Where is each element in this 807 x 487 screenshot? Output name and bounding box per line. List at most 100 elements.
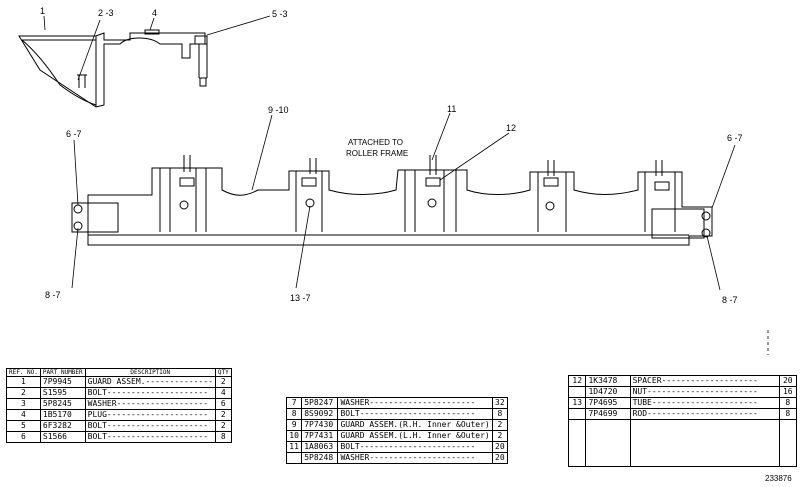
callout-2-3: 2 -3	[98, 8, 114, 18]
qty-cell: 20	[778, 375, 798, 387]
ref-cell: 13	[567, 397, 587, 409]
desc-cell: BOLT---------------------	[84, 387, 216, 399]
desc-cell: BOLT---------------------	[84, 431, 216, 443]
table-header-row: REF. NO. PART NUMBER DESCRIPTION QTY	[6, 368, 232, 377]
desc-cell: GUARD ASSEM.--------------	[84, 376, 216, 388]
ref-cell: 6	[6, 431, 41, 443]
header-description: DESCRIPTION	[84, 368, 216, 377]
callout-4: 4	[152, 8, 157, 18]
part-cell: 5P8247	[301, 397, 339, 409]
desc-cell: TUBE----------------------	[629, 397, 780, 409]
roller-guard-assembly	[71, 155, 713, 246]
guard-assembly-detail	[18, 29, 208, 108]
ref-cell: 12	[567, 375, 587, 387]
qty-cell: 8	[778, 408, 798, 420]
ref-cell: 3	[6, 398, 41, 410]
desc-cell: GUARD ASSEM.(L.H. Inner &Outer)	[337, 430, 493, 442]
table-filler-row	[567, 419, 798, 467]
qty-cell: 2	[491, 430, 509, 442]
desc-cell: BOLT------------------------	[337, 408, 493, 420]
ref-cell: 7	[285, 397, 303, 409]
desc-cell: WASHER----------------------	[337, 452, 493, 464]
desc-cell: GUARD ASSEM.(R.H. Inner &Outer)	[337, 419, 493, 431]
qty-cell: 32	[491, 397, 509, 409]
ref-cell: 8	[285, 408, 303, 420]
callout-8-7-left: 8 -7	[45, 290, 61, 300]
qty-cell: 8	[778, 397, 798, 409]
ref-cell: 10	[285, 430, 303, 442]
part-cell: 7P4695	[585, 397, 631, 409]
part-cell: 8S9092	[301, 408, 339, 420]
annotation-roller-frame: ROLLER FRAME	[346, 149, 408, 158]
part-cell: 1A8063	[301, 441, 339, 453]
callout-8-7-right: 8 -7	[722, 295, 738, 305]
ref-cell: 9	[285, 419, 303, 431]
part-cell: 6F3282	[39, 420, 86, 432]
header-ref-no: REF. NO.	[6, 368, 41, 377]
qty-cell: 2	[491, 419, 509, 431]
qty-cell: 16	[778, 386, 798, 398]
qty-cell: 4	[214, 387, 232, 399]
part-cell: 7P9945	[39, 376, 86, 388]
desc-cell: NUT-----------------------	[629, 386, 780, 398]
part-cell: 7P4699	[585, 408, 631, 420]
part-cell: 5P8248	[301, 452, 339, 464]
callout-13-7: 13 -7	[290, 293, 311, 303]
qty-cell: 6	[214, 398, 232, 410]
callout-12: 12	[506, 123, 516, 133]
part-cell: 1B5170	[39, 409, 86, 421]
callout-9-10: 9 -10	[268, 105, 289, 115]
leader-lines	[43, 15, 769, 355]
qty-cell: 8	[491, 408, 509, 420]
qty-cell: 20	[491, 441, 509, 453]
desc-cell: BOLT------------------------	[337, 441, 493, 453]
callout-5-3: 5 -3	[272, 9, 288, 19]
ref-cell: 5	[6, 420, 41, 432]
qty-cell: 2	[214, 376, 232, 388]
part-cell: 7P7431	[301, 430, 339, 442]
part-cell: S1595	[39, 387, 86, 399]
qty-cell: 20	[491, 452, 509, 464]
desc-cell: BOLT---------------------	[84, 420, 216, 432]
qty-cell: 2	[214, 409, 232, 421]
desc-cell: PLUG---------------------	[84, 409, 216, 421]
annotation-attached-to: ATTACHED TO	[348, 138, 403, 147]
ref-cell: 2	[6, 387, 41, 399]
ref-cell	[285, 452, 303, 464]
qty-cell: 8	[214, 431, 232, 443]
callout-1: 1	[40, 6, 45, 16]
desc-cell: SPACER--------------------	[629, 375, 780, 387]
ref-cell	[567, 386, 587, 398]
qty-cell: 2	[214, 420, 232, 432]
desc-cell: WASHER----------------------	[337, 397, 493, 409]
part-cell: 1D4720	[585, 386, 631, 398]
ref-cell: 1	[6, 376, 41, 388]
callout-6-7-left: 6 -7	[66, 129, 82, 139]
part-cell: 7P7430	[301, 419, 339, 431]
part-cell: S1566	[39, 431, 86, 443]
ref-cell: 4	[6, 409, 41, 421]
callout-6-7-right: 6 -7	[727, 133, 743, 143]
header-qty: QTY	[214, 368, 232, 377]
desc-cell: ROD-----------------------	[629, 408, 780, 420]
part-cell: 5P8245	[39, 398, 86, 410]
header-part-number: PART NUMBER	[39, 368, 86, 377]
part-cell: 1K3478	[585, 375, 631, 387]
